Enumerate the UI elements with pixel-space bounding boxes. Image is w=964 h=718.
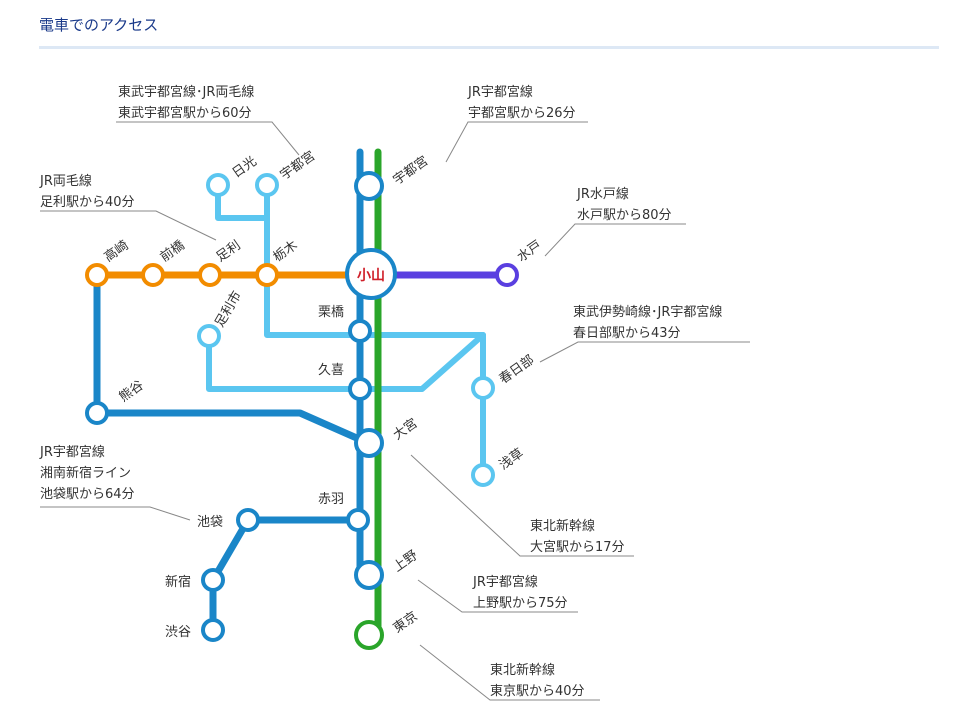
station-tokyo	[354, 620, 384, 650]
station-akabane	[346, 508, 370, 532]
label-kasukabe: 春日部	[497, 353, 538, 388]
station-kuki	[348, 377, 372, 401]
station-ikebukuro	[236, 508, 260, 532]
label-ikebukuro: 池袋	[197, 515, 223, 530]
station-tochigi	[255, 263, 279, 287]
label-kumagaya: 熊谷	[116, 377, 146, 405]
station-nikko	[206, 173, 230, 197]
route-ueno-line: JR宇都宮線	[472, 574, 538, 590]
station-maebashi	[141, 263, 165, 287]
label-tokyo: 東京	[390, 608, 420, 636]
route-jr-utsunomiya-top-line: JR宇都宮線	[467, 84, 533, 100]
tobu-nikko-utsunomiya-line	[215, 182, 270, 221]
station-utsunomiya	[354, 171, 384, 201]
station-kuribashi	[348, 319, 372, 343]
route-jr-mito-detail: 水戸駅から80分	[577, 208, 672, 223]
route-tokyo-detail: 東京駅から40分	[490, 683, 585, 699]
label-ashikagashi: 足利市	[212, 288, 245, 330]
station-kumagaya	[85, 401, 109, 425]
tobu-ashikagashi-line	[206, 332, 486, 392]
label-ashikaga: 足利	[214, 238, 244, 265]
label-akabane: 赤羽	[318, 492, 344, 507]
station-ashikaga	[198, 263, 222, 287]
page-title: 電車でのアクセス	[39, 16, 159, 34]
center-station-label: 小山	[357, 268, 385, 284]
route-ikebukuro-line1: JR宇都宮線	[39, 444, 105, 460]
header-divider	[39, 46, 939, 49]
shonan-shinjuku-line	[209, 516, 362, 634]
callout-leaders	[40, 121, 750, 701]
route-jr-ryomo-line: JR両毛線	[39, 173, 92, 189]
label-utsunomiya: 宇都宮	[390, 153, 431, 188]
label-shinjuku: 新宿	[165, 574, 191, 590]
label-maebashi: 前橋	[157, 237, 187, 265]
label-kuribashi: 栗橋	[318, 305, 344, 320]
route-ikebukuro-line2: 湘南新宿ライン	[40, 465, 131, 481]
station-mito	[495, 263, 519, 287]
station-utsunomiya-tobu	[255, 173, 279, 197]
route-omiya-line: 東北新幹線	[530, 518, 595, 534]
label-nikko: 日光	[230, 154, 260, 181]
label-kuki: 久喜	[318, 363, 344, 378]
station-markers	[85, 171, 519, 650]
label-takasaki: 高崎	[101, 237, 131, 265]
takasaki-line	[93, 271, 372, 447]
route-omiya-detail: 大宮駅から17分	[530, 539, 625, 555]
route-jr-utsunomiya-top-detail: 宇都宮駅から26分	[468, 105, 576, 121]
route-tobu-isesaki-line: 東武伊勢崎線･JR宇都宮線	[573, 304, 722, 320]
route-jr-ryomo-detail: 足利駅から40分	[40, 195, 135, 210]
station-shinjuku	[201, 568, 225, 592]
station-kasukabe	[471, 376, 495, 400]
station-oyama	[345, 248, 397, 300]
label-omiya: 大宮	[390, 415, 420, 443]
route-ueno-detail: 上野駅から75分	[473, 596, 568, 611]
route-tobu-utsunomiya-detail: 東武宇都宮駅から60分	[118, 105, 252, 121]
station-shibuya	[201, 618, 225, 642]
station-asakusa	[471, 463, 495, 487]
route-tobu-utsunomiya-line: 東武宇都宮線･JR両毛線	[118, 84, 254, 100]
label-ueno: 上野	[391, 548, 421, 575]
route-ikebukuro-detail: 池袋駅から64分	[40, 487, 135, 502]
station-ashikagashi	[197, 324, 221, 348]
label-tochigi: 栃木	[271, 238, 301, 265]
jr-utsunomiya-lines	[93, 148, 372, 634]
label-asakusa: 浅草	[497, 446, 527, 473]
station-omiya	[354, 428, 384, 458]
label-mito: 水戸	[515, 238, 545, 265]
label-shibuya: 渋谷	[165, 625, 191, 640]
station-takasaki	[85, 263, 109, 287]
station-ueno	[354, 560, 384, 590]
route-jr-mito-line: JR水戸線	[576, 186, 629, 202]
route-tobu-isesaki-detail: 春日部駅から43分	[573, 326, 681, 341]
route-tokyo-line: 東北新幹線	[490, 662, 555, 678]
